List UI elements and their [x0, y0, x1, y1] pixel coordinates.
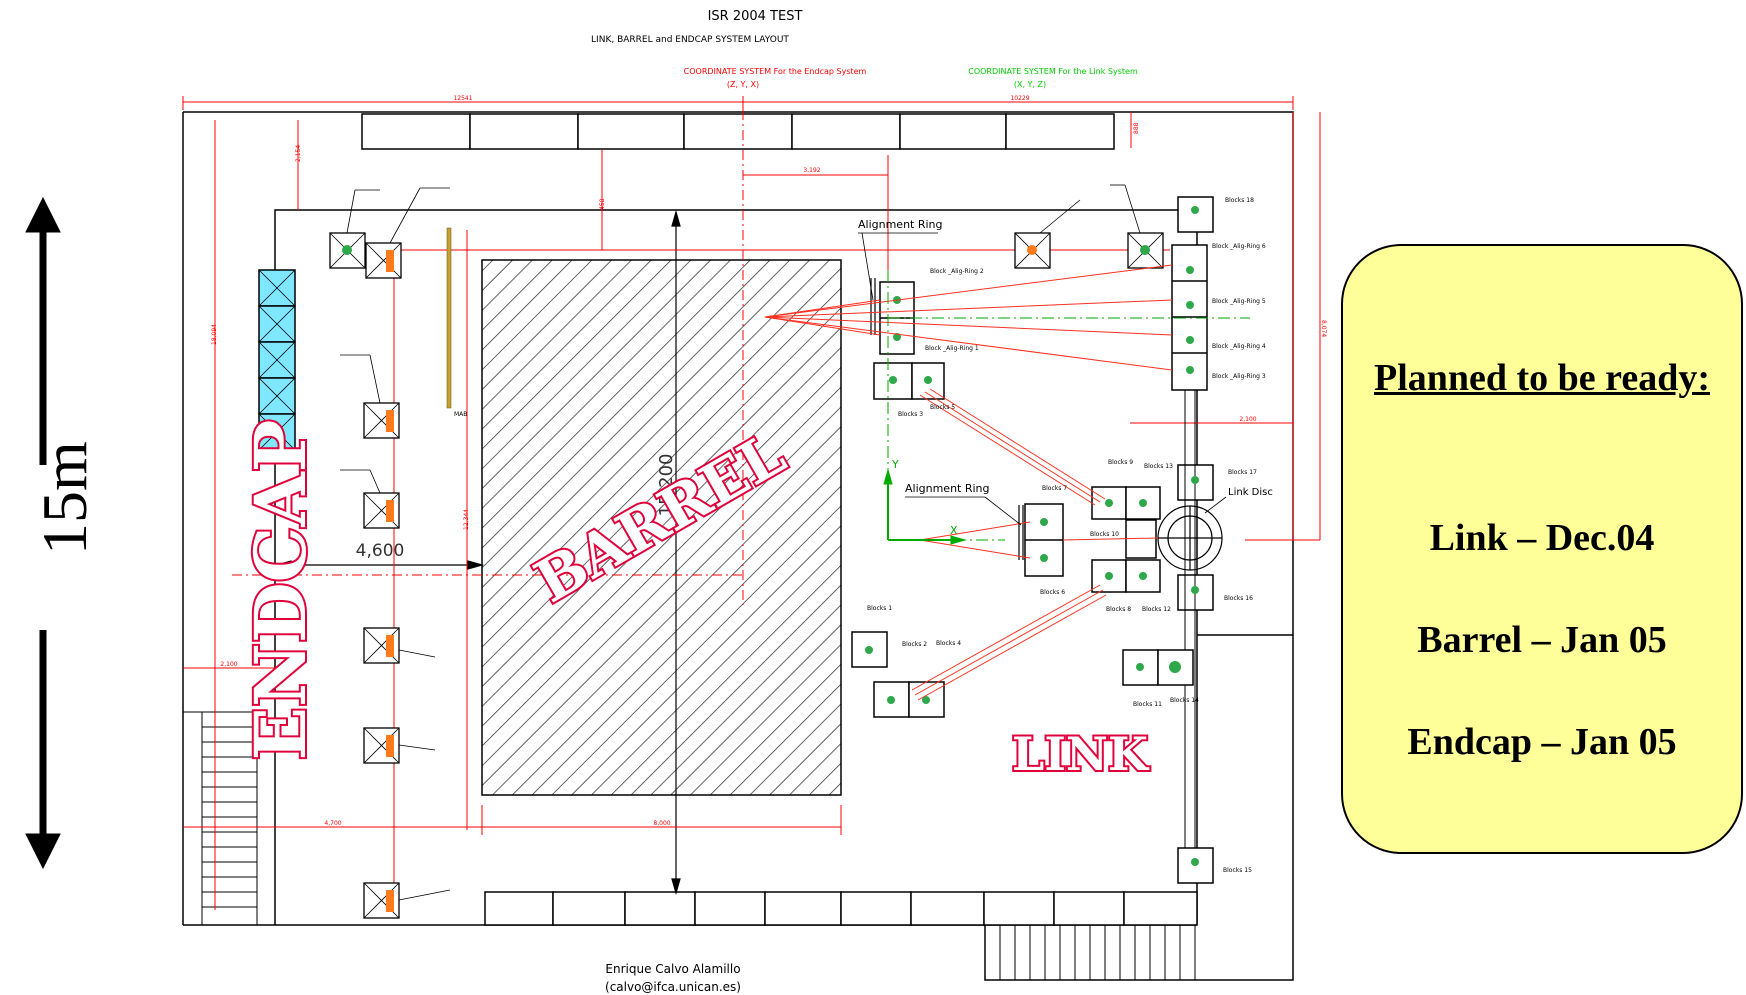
label-blocks-17: Blocks 17	[1228, 469, 1257, 476]
stairs-right	[984, 924, 1196, 981]
label-blocks-14: Blocks 14	[1170, 697, 1199, 704]
label-ring-6: Block _Alig-Ring 6	[1212, 243, 1266, 250]
label-blocks-8: Blocks 8	[1106, 606, 1131, 613]
label-blocks-3: Blocks 3	[898, 411, 923, 418]
dim-top-right: 10229	[1010, 95, 1029, 102]
label-blocks-11: Blocks 11	[1133, 701, 1162, 708]
label-blocks-15: Blocks 15	[1223, 867, 1252, 874]
endcap-block-stack	[258, 269, 296, 451]
author-email: (calvo@ifca.unican.es)	[605, 980, 741, 994]
label-ring-3: Block _Alig-Ring 3	[1212, 373, 1266, 380]
link-right-column	[1171, 196, 1214, 884]
label-blocks-12: Blocks 12	[1142, 606, 1171, 613]
red-dimension-lines	[183, 112, 1321, 910]
barrel-hatched-area	[481, 259, 842, 796]
label-blocks-2: Blocks 2	[902, 641, 927, 648]
dim-8000: 8,000	[653, 820, 670, 827]
link-label: LINK	[1012, 727, 1150, 781]
top-box-row	[361, 113, 1115, 150]
dim-3192: 3,192	[803, 167, 820, 174]
dim-2154: 2,154	[295, 145, 302, 162]
callout-item-barrel: Barrel – Jan 05	[1417, 619, 1667, 661]
link-disc	[1157, 505, 1223, 571]
axis-x-label: X	[950, 524, 958, 537]
dim-2100: 2,100	[1239, 416, 1256, 423]
endcap-leader-lines	[340, 184, 1141, 901]
alignment-ring-mid-label: Alignment Ring	[905, 482, 990, 495]
label-blocks-5: Blocks 5	[930, 404, 955, 411]
alignment-ring-top-label: Alignment Ring	[858, 218, 943, 231]
link-disc-label: Link Disc	[1228, 487, 1273, 498]
dim-left-vertical: 18,094	[211, 324, 218, 345]
mab-label: MAB	[454, 411, 467, 418]
alignment-ring-blocks	[851, 281, 1194, 718]
alignment-ring-top-leader-2	[861, 232, 874, 301]
label-blocks-4: Blocks 4	[936, 640, 961, 647]
endcap-coord-label: COORDINATE SYSTEM For the Endcap System	[684, 67, 867, 76]
planned-ready-callout: Planned to be ready: Link – Dec.04 Barre…	[1341, 244, 1743, 854]
link-coord-label: COORDINATE SYSTEM For the Link System	[968, 67, 1138, 76]
label-blocks-6: Blocks 6	[1040, 589, 1065, 596]
link-coord-axes: (X, Y, Z)	[1014, 80, 1046, 89]
callout-item-link: Link – Dec.04	[1429, 517, 1655, 559]
barrel-vertical-dimension	[671, 209, 681, 896]
callout-heading: Planned to be ready:	[1373, 357, 1711, 399]
dim-15200: 15,200	[656, 454, 677, 517]
block-labels: Blocks 18 Block _Alig-Ring 6 Block _Alig…	[867, 197, 1266, 874]
dim-458: 458	[599, 198, 606, 210]
label-blocks-16: Blocks 16	[1224, 595, 1253, 602]
dim-4600: 4,600	[356, 541, 405, 561]
scale-arrow	[25, 196, 61, 870]
dim-right-vertical: 8,074	[1320, 320, 1327, 337]
alignment-ring-accents	[865, 296, 1181, 704]
dim-888: 888	[1133, 122, 1140, 134]
label-blocks-1: Blocks 1	[867, 605, 892, 612]
label-ring-1: Block _Alig-Ring 1	[925, 345, 979, 352]
link-right-accents	[1186, 206, 1199, 866]
author-name: Enrique Calvo Alamillo	[605, 962, 740, 976]
alignment-ring-mid-leader-2	[984, 496, 1022, 526]
axis-y-label: Y	[891, 458, 899, 471]
dim-12344: 12,344	[463, 509, 470, 530]
dim-4700: 4,700	[324, 820, 341, 827]
laser-beams	[764, 264, 1173, 701]
label-blocks-13: Blocks 13	[1144, 463, 1173, 470]
scale-label: 15m	[29, 441, 100, 555]
top-dimension	[182, 96, 1294, 110]
label-blocks-7: Blocks 7	[1042, 485, 1067, 492]
label-ring-2: Block _Alig-Ring 2	[930, 268, 984, 275]
mab-bar	[446, 227, 452, 409]
endcap-label: ENDCAP	[239, 420, 322, 761]
link-disc-leader	[1204, 496, 1227, 514]
stairs-left	[183, 711, 258, 926]
callout-item-endcap: Endcap – Jan 05	[1407, 721, 1677, 763]
link-axes	[883, 270, 1250, 545]
drawing-title: ISR 2004 TEST	[708, 9, 803, 24]
label-blocks-18: Blocks 18	[1225, 197, 1254, 204]
label-ring-5: Block _Alig-Ring 5	[1212, 298, 1266, 305]
dim-2100-left: 2,100	[220, 661, 237, 668]
bottom-box-row	[484, 891, 1198, 926]
endcap-horizontal-dimension	[274, 560, 485, 570]
label-ring-4: Block _Alig-Ring 4	[1212, 343, 1266, 350]
drawing-subtitle: LINK, BARREL and ENDCAP SYSTEM LAYOUT	[591, 35, 789, 45]
label-blocks-10: Blocks 10	[1090, 531, 1119, 538]
endcap-coord-axes: (Z, Y, X)	[727, 80, 759, 89]
label-blocks-9: Blocks 9	[1108, 459, 1133, 466]
dim-top-left: 12541	[453, 95, 472, 102]
endcap-station-accents	[342, 245, 1150, 912]
